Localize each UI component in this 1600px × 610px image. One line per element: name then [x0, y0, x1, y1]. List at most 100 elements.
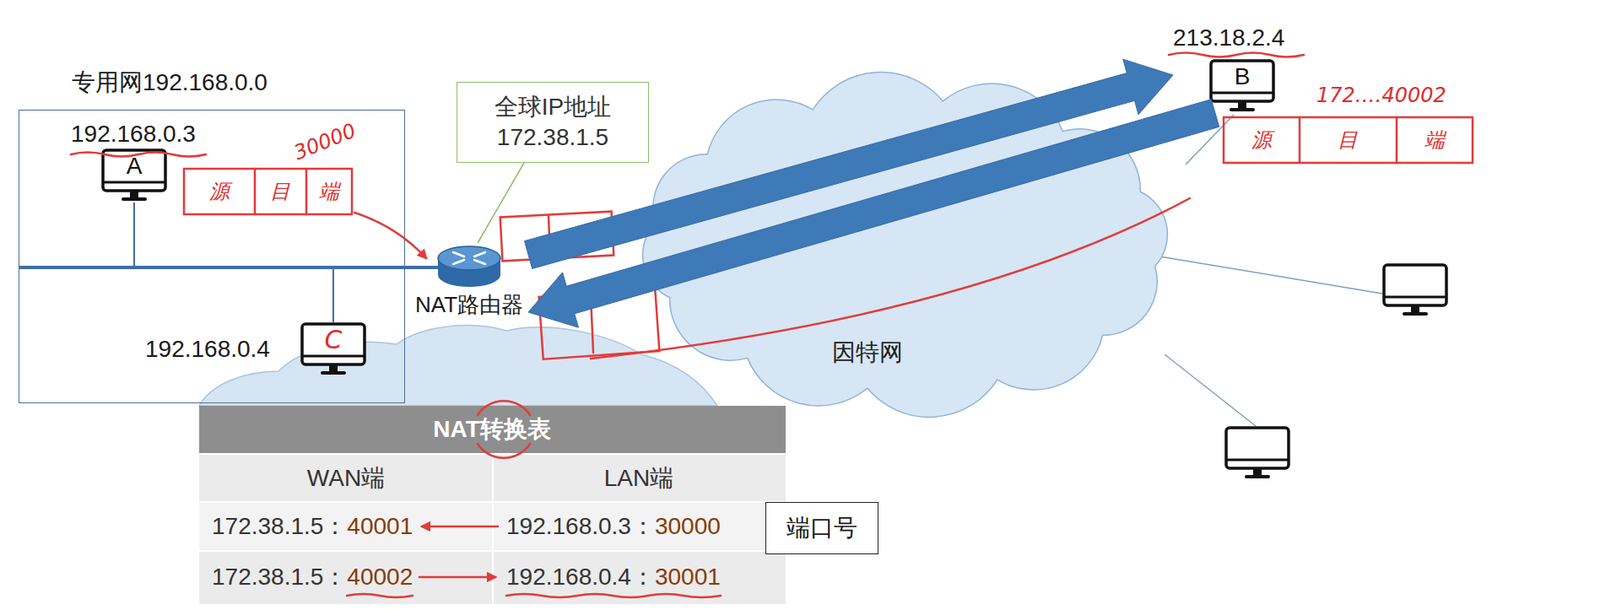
label-holder: 端: [318, 177, 340, 206]
router-top: [437, 246, 501, 271]
computer-icon: B: [1209, 59, 1276, 114]
underline-sketch: [1168, 53, 1304, 58]
link-line: [333, 267, 411, 323]
computer-icon: [1226, 427, 1289, 479]
port-number: 40001: [346, 512, 413, 541]
host-computer: 192.168.0.3A: [70, 119, 196, 203]
ip-address: 213.18.2.4: [1172, 23, 1285, 53]
label-holder: NAT转换表: [432, 415, 551, 444]
underline-sketch: [70, 152, 206, 157]
label-holder: 30000: [289, 116, 361, 168]
table-cell: 192.168.0.4：: [506, 562, 655, 592]
handwritten-note: 目: [1337, 125, 1358, 155]
circle-sketch: [477, 400, 530, 416]
cloud-name: 因特网: [832, 338, 903, 368]
router-arrows: [453, 252, 486, 265]
table-divider: [491, 454, 494, 605]
packet-sketch: [1223, 117, 1473, 163]
monitor-neck: [129, 190, 139, 198]
note-text: 端口号: [786, 513, 858, 543]
circle-sketch: [477, 443, 530, 459]
label-holder: 40002: [346, 562, 413, 592]
label-holder: 172.38.1.5：: [211, 562, 347, 592]
table-header-cell: LAN端: [604, 464, 674, 493]
label-holder: 192.168.0.3：: [506, 512, 655, 541]
monitor-base: [1229, 108, 1255, 112]
flow-sketch: [354, 212, 427, 259]
table-title: NAT转换表: [432, 415, 551, 444]
label-holder: LAN端: [604, 464, 674, 493]
nat-router: NAT路由器: [410, 243, 529, 319]
packet-sketch: [305, 168, 309, 215]
callout-box: 全球IP地址 172.38.1.5: [456, 81, 649, 163]
host-letter: A: [101, 148, 168, 183]
packet-sketch: [183, 168, 352, 215]
ip-address: 192.168.0.4: [145, 335, 271, 364]
handwritten-note: 目: [270, 177, 291, 206]
internet-link: [1164, 354, 1256, 427]
port-number: 30001: [654, 562, 721, 592]
label-holder: 源: [1251, 125, 1272, 155]
label-holder: 源: [209, 177, 230, 206]
traffic-arrow: [528, 99, 1220, 329]
label-holder: 目: [270, 177, 291, 206]
packet-sketch: [254, 168, 257, 215]
computer-icon: [1383, 264, 1447, 316]
monitor-chin: [102, 181, 166, 184]
link-line: [477, 162, 525, 244]
cloud-lobe: [199, 325, 718, 406]
host-computer: 213.18.2.4B: [1172, 23, 1285, 114]
monitor-chin: [1210, 91, 1274, 95]
monitor-neck: [329, 364, 338, 372]
monitor-neck: [1237, 101, 1247, 109]
host-letter: C: [300, 322, 367, 357]
handwritten-note: 172.…40002: [1316, 81, 1447, 110]
port-number: 30000: [654, 512, 721, 541]
table-header-bar: [199, 405, 786, 454]
router-name: NAT路由器: [415, 290, 524, 319]
table-cell: 192.168.0.3：: [506, 512, 655, 541]
underline-sketch: [346, 594, 413, 598]
note-box: 端口号: [765, 502, 879, 555]
host-letter: B: [1209, 59, 1276, 93]
mapping-arrow: [419, 576, 496, 579]
label-holder: 目: [1337, 125, 1358, 155]
handwritten-note: 端: [318, 177, 340, 206]
computer-icon: C: [300, 322, 367, 377]
heading-holder: 专用网192.168.0.0: [71, 68, 268, 98]
computer-icon: A: [101, 148, 168, 203]
g-part: [70, 53, 1473, 599]
host-computer: 192.168.0.4 C: [145, 322, 367, 377]
label-holder: WAN端: [307, 464, 385, 493]
handwritten-note: 源: [209, 177, 230, 206]
router-icon: [436, 243, 503, 291]
table-cell: 172.38.1.5：: [211, 512, 347, 541]
handwritten-note: 源: [1251, 125, 1272, 155]
internet-cloud: 因特网: [611, 60, 1199, 429]
cloud-label-holder: 因特网: [832, 338, 903, 368]
link-line: [134, 202, 411, 268]
mapping-arrow: [421, 525, 498, 529]
label-holder: 192.168.0.4：: [506, 562, 655, 592]
handwritten-note: 30000: [289, 116, 361, 168]
packet-sketch: [1298, 117, 1302, 163]
callout-text: 全球IP地址 172.38.1.5: [467, 91, 638, 153]
table-header-cell: WAN端: [307, 464, 385, 493]
cloud-outline: [611, 60, 1199, 429]
network-heading: 专用网192.168.0.0: [71, 68, 268, 98]
table-cell: 172.38.1.5：: [211, 562, 347, 592]
label-holder: 172.…40002: [1316, 81, 1447, 110]
monitor-base: [121, 197, 147, 201]
monitor-base: [320, 371, 346, 375]
monitor-chin: [302, 355, 365, 358]
port-number: 40002: [346, 562, 413, 592]
label-holder: 30001: [654, 562, 721, 592]
label-holder: 30000: [654, 512, 721, 541]
underline-sketch: [506, 594, 721, 598]
packet-sketch: [1395, 117, 1399, 163]
label-holder: 端: [1424, 125, 1445, 155]
handwritten-note: 端: [1424, 125, 1445, 155]
label-holder: 40001: [346, 512, 413, 541]
ip-address: 192.168.0.3: [70, 119, 196, 149]
internet-link: [1139, 253, 1383, 294]
